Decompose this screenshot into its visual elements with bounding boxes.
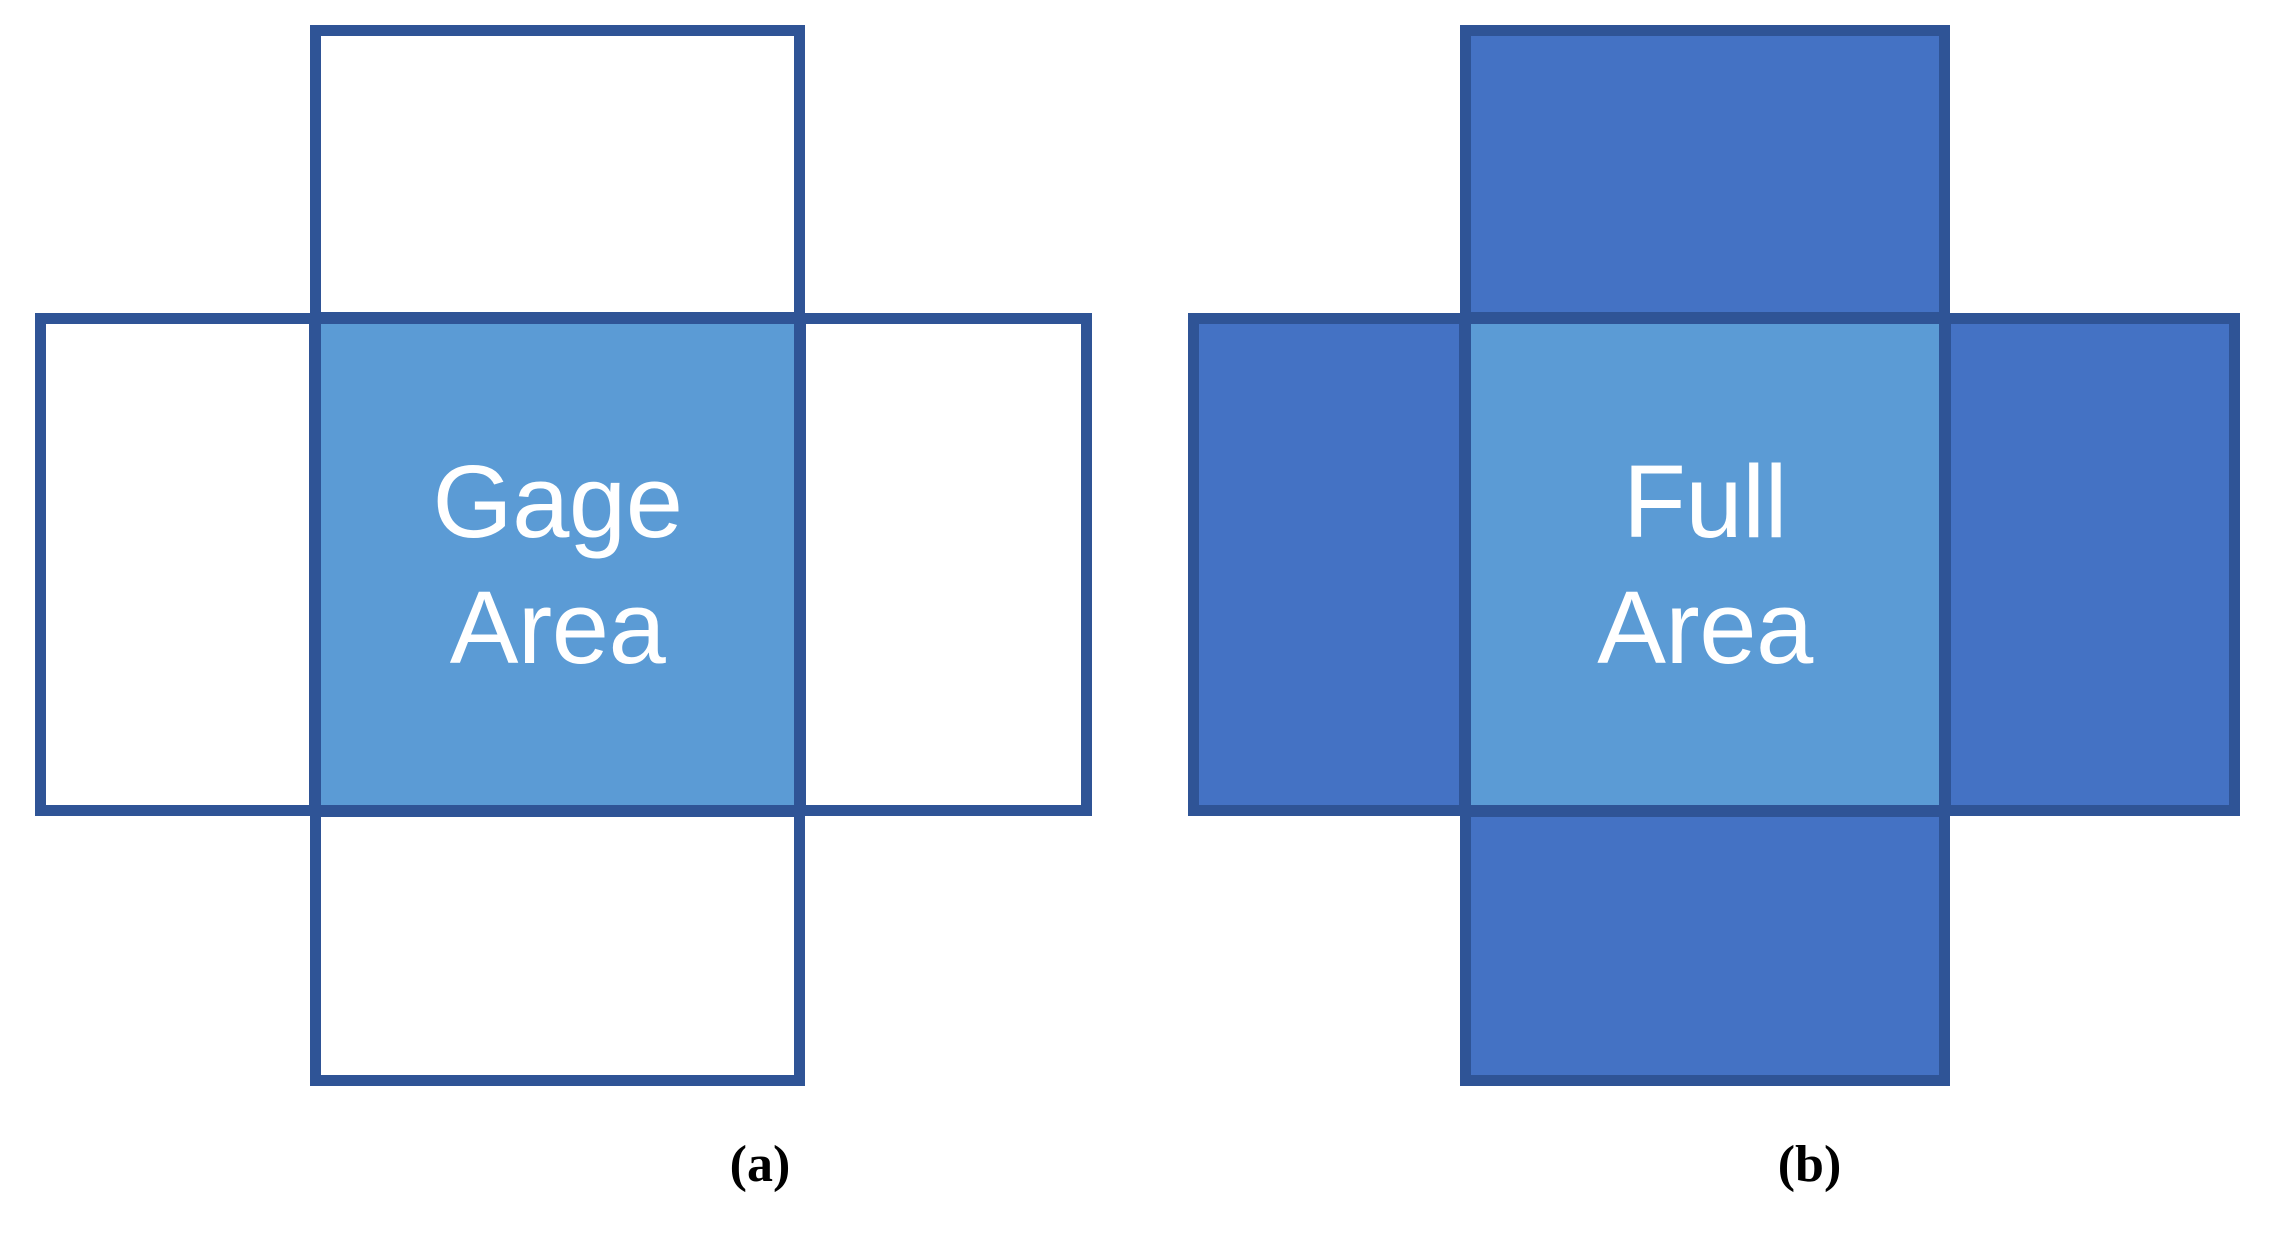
cell-right-b <box>1940 313 2240 816</box>
center-label-line2-a: Area <box>449 569 666 685</box>
cell-left-b <box>1188 313 1470 816</box>
panel-caption-b: (b) <box>1777 1136 1842 1193</box>
center-label-line1-a: Gage <box>432 443 683 559</box>
cell-bottom-b <box>1460 806 1950 1086</box>
cell-center-a: Gage Area <box>310 313 805 816</box>
cell-top-a <box>310 25 805 323</box>
panel-caption-a: (a) <box>729 1136 791 1193</box>
panel-a: Gage Area (a) <box>0 0 1140 1193</box>
center-label-line1-b: Full <box>1623 443 1787 559</box>
cross-diagram-b: Full Area <box>1140 0 2279 1120</box>
cell-right-a <box>795 313 1092 816</box>
cell-left-a <box>35 313 320 816</box>
cross-diagram-a: Gage Area <box>0 0 1140 1120</box>
center-label-line2-b: Area <box>1597 569 1813 685</box>
panel-b: Full Area (b) <box>1140 0 2279 1248</box>
cell-center-b: Full Area <box>1460 313 1950 816</box>
cell-bottom-a <box>310 806 805 1086</box>
cell-top-b <box>1460 25 1950 323</box>
